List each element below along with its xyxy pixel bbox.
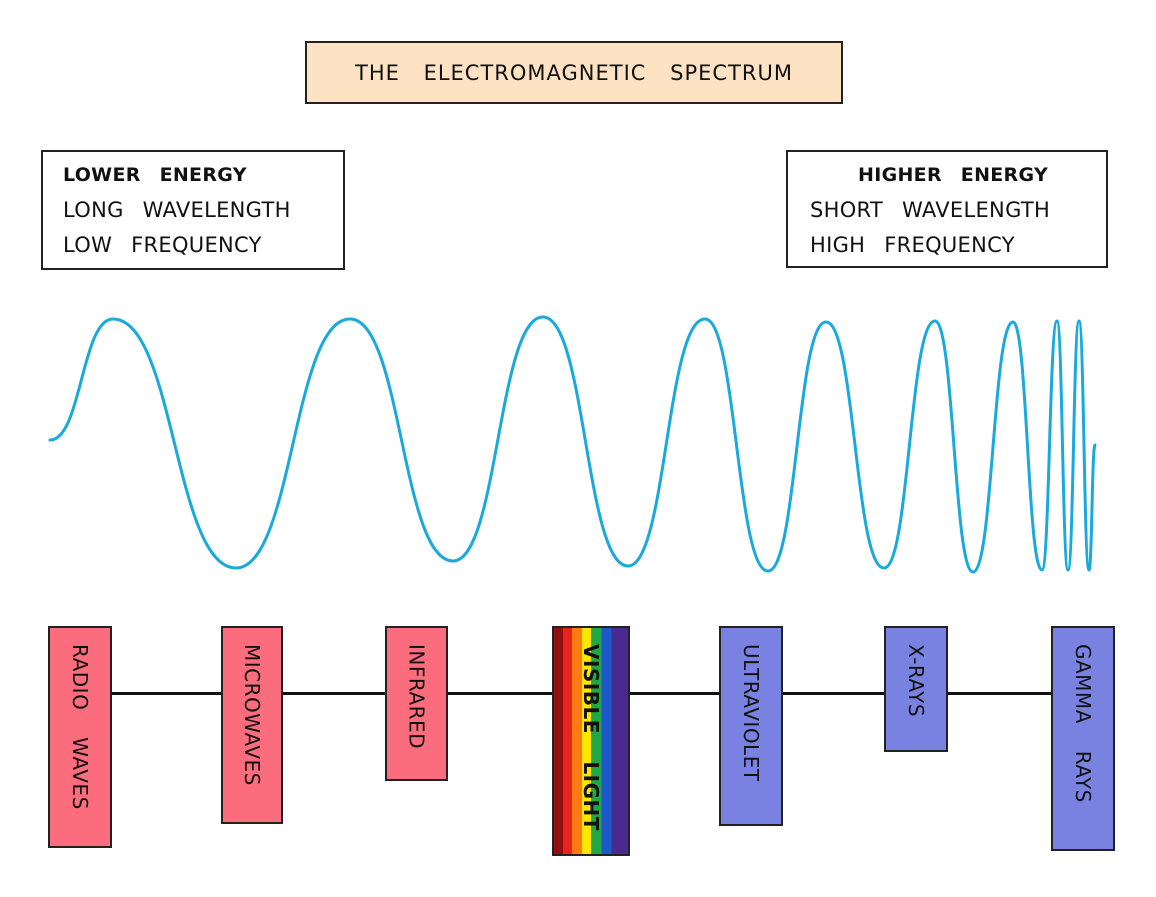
lower-energy-box: LOWER ENERGY LONG WAVELENGTH LOW FREQUEN…	[41, 150, 345, 270]
higher-energy-box: HIGHER ENERGY SHORT WAVELENGTH HIGH FREQ…	[786, 150, 1108, 268]
band-label-x-rays: X-RAYS	[904, 644, 928, 718]
band-ultraviolet: ULTRAVIOLET	[719, 626, 783, 826]
em-wave-curve	[48, 315, 1097, 574]
short-wavelength-label: SHORT WAVELENGTH	[810, 198, 1051, 222]
lower-energy-heading: LOWER ENERGY	[63, 164, 247, 186]
low-frequency-label: LOW FREQUENCY	[63, 233, 262, 257]
band-visible-light: VISIBLE LIGHT	[552, 626, 630, 856]
diagram-title: THE ELECTROMAGNETIC SPECTRUM	[305, 41, 843, 104]
band-microwaves: MICROWAVES	[221, 626, 283, 824]
band-label-radio-waves: RADIO WAVES	[68, 644, 92, 810]
higher-energy-heading: HIGHER ENERGY	[858, 164, 1049, 186]
long-wavelength-label: LONG WAVELENGTH	[63, 198, 291, 222]
band-gamma-rays: GAMMA RAYS	[1051, 626, 1115, 851]
band-label-ultraviolet: ULTRAVIOLET	[739, 644, 763, 782]
high-frequency-label: HIGH FREQUENCY	[810, 233, 1015, 257]
band-infrared: INFRARED	[385, 626, 448, 781]
band-label-microwaves: MICROWAVES	[240, 644, 264, 786]
band-radio-waves: RADIO WAVES	[48, 626, 112, 848]
band-label-gamma-rays: GAMMA RAYS	[1071, 644, 1095, 803]
band-label-infrared: INFRARED	[404, 644, 429, 750]
band-x-rays: X-RAYS	[884, 626, 948, 752]
band-label-visible-light: VISIBLE LIGHT	[579, 644, 603, 831]
